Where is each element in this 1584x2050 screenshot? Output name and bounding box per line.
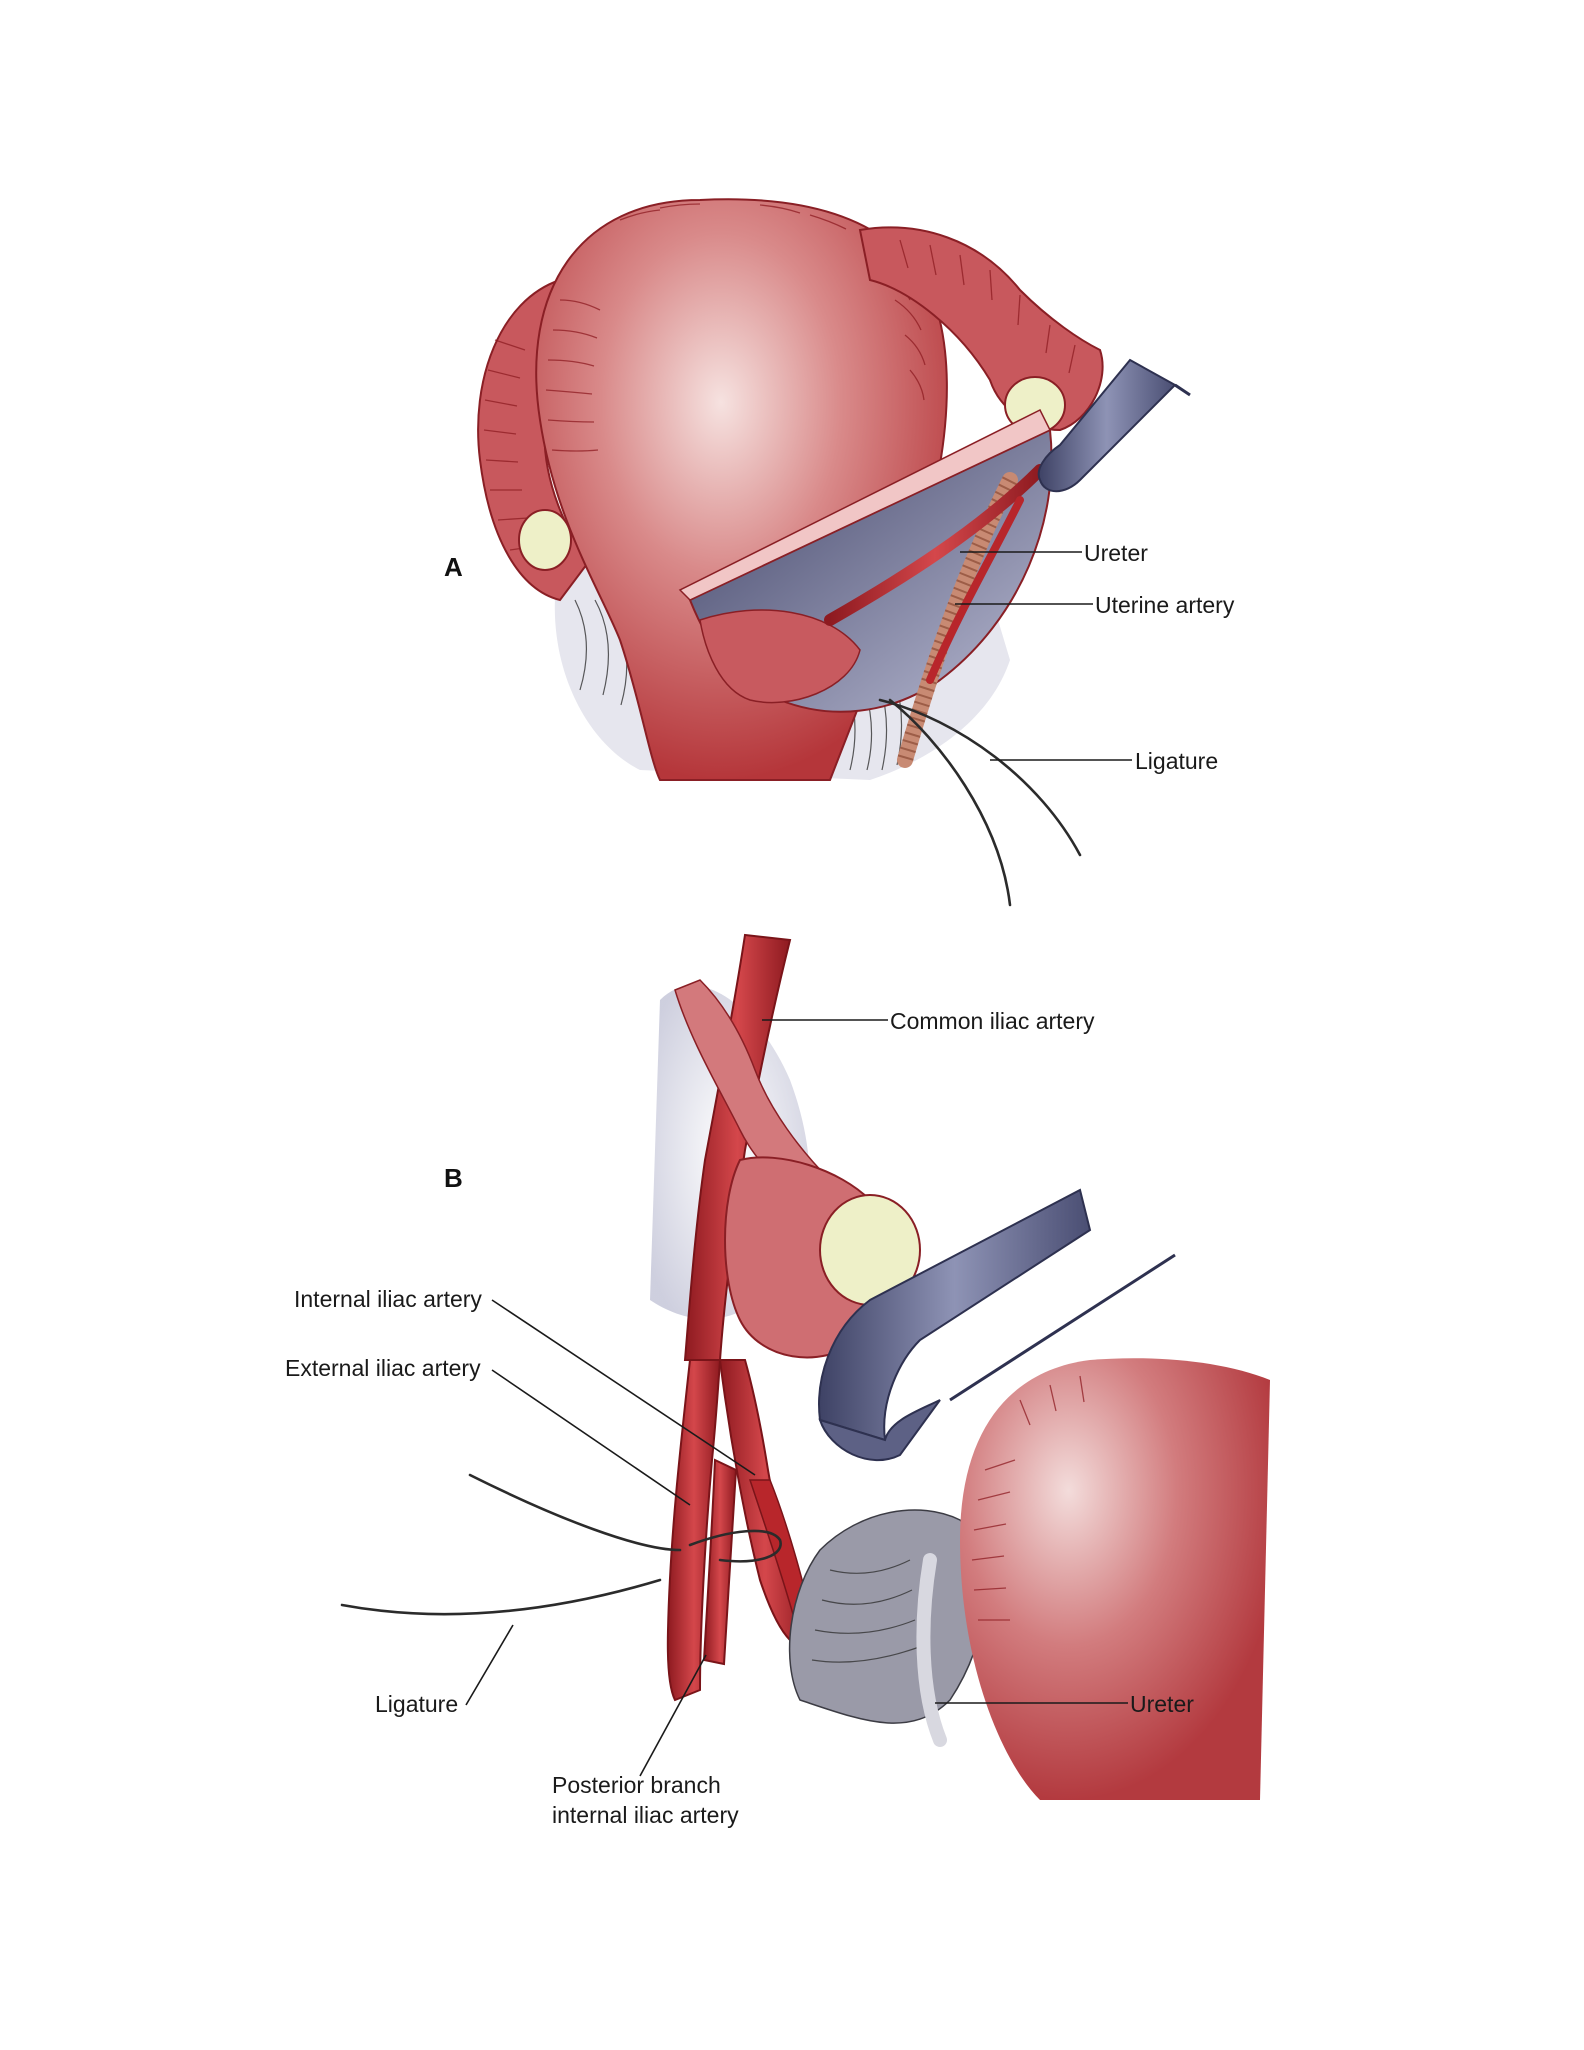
lateral-tissue-a [699,609,861,704]
panel-a-letter: A [444,552,463,582]
ligature-a-thread-1 [888,698,1012,907]
ligature-b-thread-1 [468,1473,682,1552]
peritoneal-flap [678,408,1052,601]
label-internal-iliac-artery: Internal iliac artery [294,1286,756,1476]
label-uterine-artery-a: Uterine artery [955,592,1235,618]
panel-a-illustration [477,198,1191,907]
retractor-b-blade [818,1399,941,1461]
uterus-b [960,1358,1270,1800]
label-ureter-b: Ureter [935,1691,1194,1717]
right-tube-hatching [899,239,1076,374]
grey-tissue-b [788,1509,987,1724]
svg-text:Common iliac artery: Common iliac artery [890,1008,1095,1034]
label-ligature-a: Ligature [990,748,1218,774]
uterus-hatching [545,203,926,452]
svg-text:Posterior branch: Posterior branch [552,1772,721,1798]
label-posterior-branch: Posterior branch internal iliac artery [552,1654,739,1828]
posterior-branch-internal-iliac [702,1458,738,1666]
ligature-b-loop [688,1529,782,1563]
svg-text:internal iliac artery: internal iliac artery [552,1802,739,1828]
left-ovary [518,509,572,571]
label-ligature-b: Ligature [375,1624,514,1717]
svg-text:Ureter: Ureter [1130,1691,1194,1717]
ureter-b-lower [916,1553,947,1747]
retractor-a-edge [1174,383,1191,397]
left-tube-hatching [483,339,539,551]
grey-tissue-hatching [811,1559,923,1663]
ligature-a-thread-2 [878,698,1082,857]
svg-text:Ligature: Ligature [1135,748,1218,774]
svg-text:Ureter: Ureter [1084,540,1148,566]
label-common-iliac-artery: Common iliac artery [762,1008,1095,1034]
label-external-iliac-artery: External iliac artery [285,1355,691,1506]
external-iliac-artery [666,1359,722,1702]
svg-text:Internal iliac artery: Internal iliac artery [294,1286,482,1312]
uterus-b-hatching [971,1375,1085,1621]
retractor-b-rod [949,1253,1176,1402]
ligature-b-thread-2 [340,1578,662,1616]
label-ureter-a: Ureter [960,540,1148,566]
panel-b-letter: B [444,1163,463,1193]
panel-b-illustration [340,933,1270,1800]
svg-text:External iliac artery: External iliac artery [285,1355,481,1381]
retractor-a [1037,358,1177,493]
svg-text:Ligature: Ligature [375,1691,458,1717]
svg-text:Uterine artery: Uterine artery [1095,592,1235,618]
uterine-artery-a [824,464,1046,626]
